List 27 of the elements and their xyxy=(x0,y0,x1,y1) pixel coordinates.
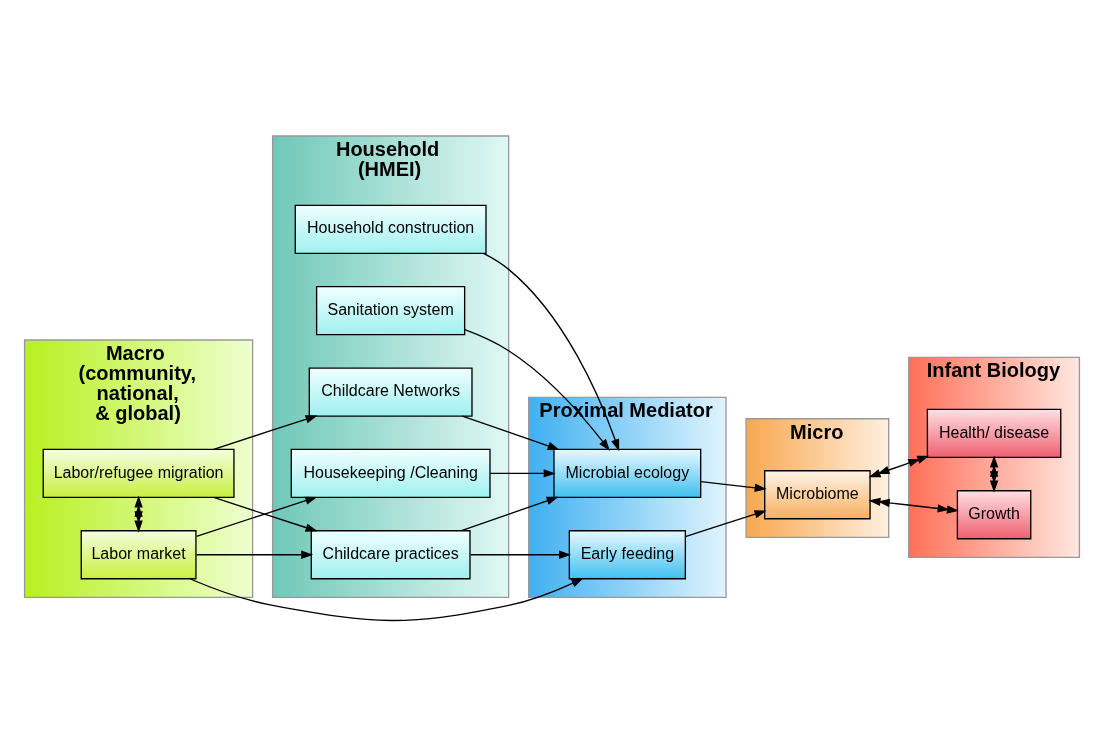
node-box: Labor market xyxy=(80,530,197,580)
node-box: Microbiome xyxy=(764,470,871,520)
arrow xyxy=(213,496,318,532)
node-box: Household construction xyxy=(294,204,487,255)
arrow xyxy=(461,415,560,450)
arrow xyxy=(489,469,556,478)
node-box: Early feeding xyxy=(568,530,687,580)
arrow xyxy=(213,415,318,450)
arrow xyxy=(460,496,559,532)
arrow xyxy=(868,455,930,478)
node-box: Health/ disease xyxy=(926,408,1062,459)
arrow xyxy=(195,550,314,559)
arrow xyxy=(700,481,767,492)
arrow xyxy=(483,252,620,452)
arrow xyxy=(464,329,610,451)
node-box: Housekeeping /Cleaning xyxy=(290,448,491,499)
node-box: Childcare Networks xyxy=(308,367,473,417)
arrow xyxy=(868,497,959,514)
arrow xyxy=(189,578,584,622)
node-box: Sanitation system xyxy=(315,286,466,336)
arrow xyxy=(684,510,767,538)
arrow xyxy=(469,550,572,559)
node-box: Growth xyxy=(956,490,1032,540)
node-box: Labor/refugee migration xyxy=(42,448,235,499)
node-box: Childcare practices xyxy=(310,530,471,580)
arrow xyxy=(195,496,318,537)
node-box: Microbial ecology xyxy=(553,448,702,499)
